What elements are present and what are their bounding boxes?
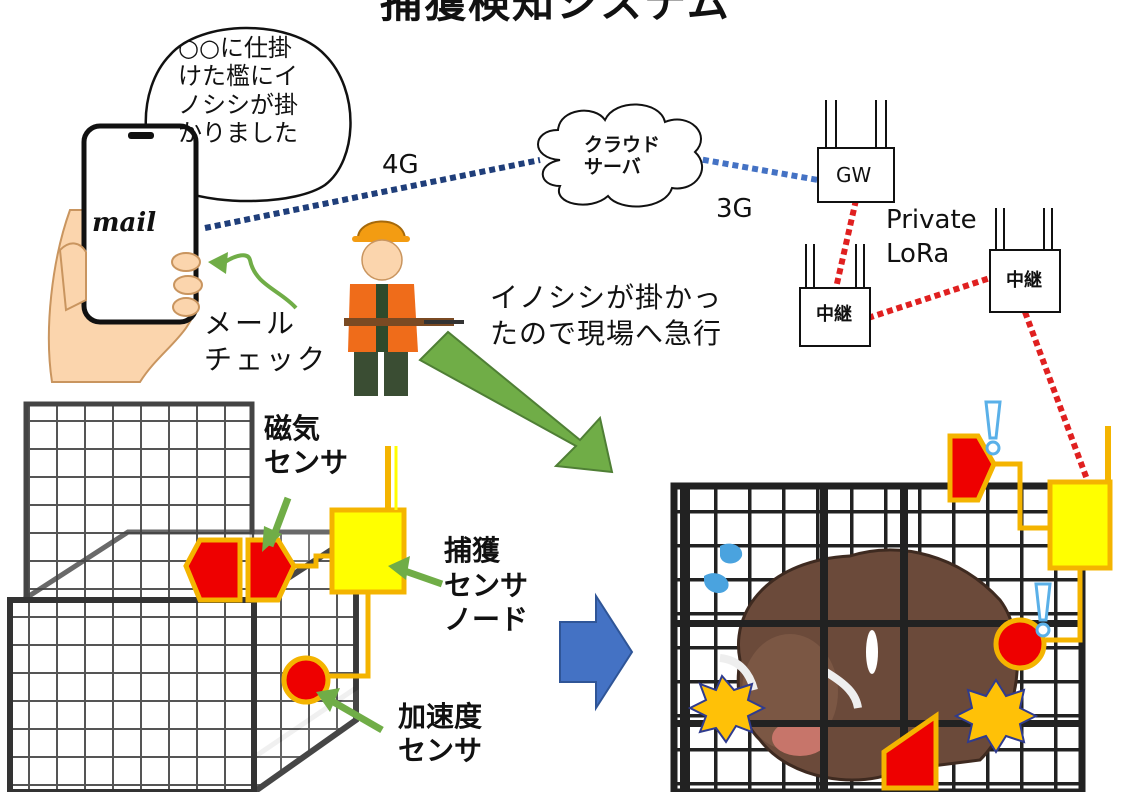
lora-label: Private LoRa — [886, 204, 977, 272]
gateway-label: GW — [836, 163, 872, 187]
magnetic-sensor-left-half — [183, 537, 243, 603]
cloud-icon — [537, 103, 703, 208]
pointer-accelerometer — [328, 696, 384, 734]
cloud-label-line-2: サーバ — [584, 156, 641, 179]
sensor-wire-accelerometer — [330, 592, 371, 679]
mail-check-arrow — [223, 253, 298, 310]
pointer-node — [400, 566, 444, 588]
magnetic-label-line-1: 磁気 — [264, 412, 321, 445]
sensor-wire-right-accelerometer — [1046, 568, 1083, 643]
phone-mail-label: mail — [92, 208, 157, 238]
lora-label-line-1: Private — [886, 205, 977, 235]
hunter-rush-line-2: たので現場へ急行 — [490, 317, 723, 351]
accel-label-line-2: センサ — [398, 734, 483, 768]
pointer-node-head — [388, 556, 410, 580]
cloud-server-label: クラウド サーバ — [584, 134, 660, 179]
link-4g-label: 4G — [382, 150, 419, 180]
mail-check-line-2: チェック — [204, 343, 329, 377]
hunter-rush-line-1: イノシシが掛かっ — [490, 281, 723, 314]
go-to-site-arrow — [418, 330, 614, 474]
impact-burst-right — [953, 678, 1039, 754]
relay-icon-1 — [799, 244, 871, 347]
lora-label-line-2: LoRa — [886, 238, 950, 269]
hunter-icon — [344, 220, 464, 396]
gateway-icon — [817, 100, 895, 203]
magnetic-sensor-label: 磁気 センサ — [264, 412, 348, 480]
bubble-line-1: ○○に仕掛 — [178, 34, 292, 62]
lora-link-relay-relay — [867, 275, 991, 321]
bubble-line-3: ノシシが掛 — [178, 90, 298, 119]
magnetic-label-line-2: センサ — [264, 446, 349, 480]
accelerometer-label: 加速度 センサ — [398, 700, 482, 768]
pointer-magnetic-head — [262, 526, 282, 552]
state-transition-arrow — [559, 592, 634, 712]
node-label-line-2: センサ — [444, 568, 529, 602]
sensor-wire-magnetic — [294, 553, 334, 569]
bubble-line-4: かりました — [178, 118, 298, 147]
lora-link-gw-relay — [833, 199, 859, 289]
hunter-rush-label: イノシシが掛かっ たので現場へ急行 — [490, 280, 722, 353]
speech-bubble-text: ○○に仕掛 けた檻にイ ノシシが掛 かりました — [178, 34, 308, 147]
accel-label-line-1: 加速度 — [398, 700, 483, 733]
phone-in-hand-icon — [47, 123, 203, 383]
mail-check-line-1: メール — [204, 307, 298, 340]
pointer-accelerometer-head — [316, 688, 340, 712]
accelerometer-sensor — [281, 655, 331, 705]
impact-burst-left — [687, 674, 767, 744]
link-4g-line — [204, 157, 541, 231]
relay-label-1: 中継 — [816, 304, 852, 325]
lora-link-relay-node — [1022, 310, 1091, 484]
bubble-line-2: けた檻にイ — [178, 62, 298, 91]
link-3g-line — [692, 155, 819, 183]
node-label-line-3: ノード — [444, 603, 529, 637]
diagram-title: 捕獲検知システム — [380, 0, 731, 27]
magnetic-sensor-triggered — [947, 433, 997, 503]
mail-check-arrowhead — [208, 252, 228, 274]
door-magnetic-sensor — [881, 711, 939, 791]
node-label-line-1: 捕獲 — [444, 534, 501, 567]
mail-check-label: メール チェック — [204, 306, 328, 379]
sensor-wire-right-magnetic — [994, 461, 1050, 531]
capture-node-label: 捕獲 センサ ノード — [444, 534, 528, 638]
sweat-drop-icon — [704, 543, 743, 594]
link-3g-label: 3G — [716, 194, 753, 224]
capture-node-box-right — [1047, 426, 1113, 571]
accelerometer-sensor-triggered — [993, 617, 1047, 671]
relay-icon-2 — [989, 208, 1061, 313]
cloud-label-line-1: クラウド — [584, 134, 661, 156]
alert-icon-1 — [984, 400, 1002, 456]
alert-icon-2 — [1034, 582, 1052, 638]
relay-label-2: 中継 — [1006, 270, 1042, 291]
